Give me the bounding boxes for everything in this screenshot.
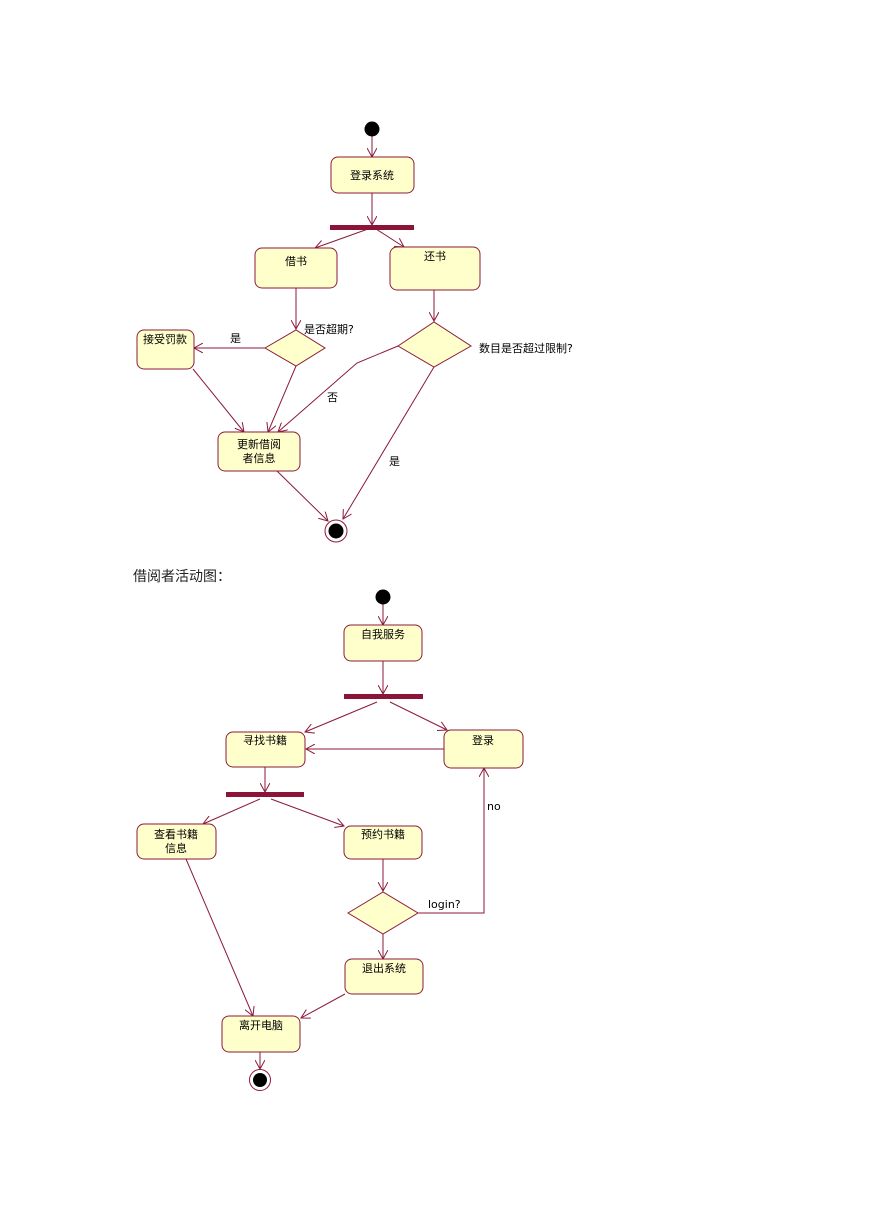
diagram-caption: 借阅者活动图： <box>133 569 231 585</box>
label-login-question: login? <box>428 898 461 911</box>
edge-fork-borrow <box>315 228 369 248</box>
label-reserve-books: 预约书籍 <box>361 827 405 841</box>
label-login: 登录 <box>472 733 494 747</box>
node-login-system <box>330 156 415 194</box>
edge2-decision-login <box>418 768 484 914</box>
node-borrow <box>254 247 338 289</box>
edge-countdecision-update <box>278 345 399 432</box>
edge-countdecision-end <box>343 366 435 519</box>
fork-bar <box>330 225 414 230</box>
label-return: 还书 <box>424 250 446 263</box>
node-update-info <box>217 431 301 472</box>
node-leave-computer <box>221 1015 301 1053</box>
label-no-edge: no <box>487 800 501 813</box>
label-accept-fine: 接受罚款 <box>143 332 187 346</box>
label-search-books: 寻找书籍 <box>243 733 287 747</box>
edge2-fork-view <box>203 798 261 824</box>
node-return <box>389 246 481 291</box>
edge2-fork-reserve <box>270 798 344 826</box>
node-self-service <box>343 624 423 662</box>
initial-node <box>364 121 380 137</box>
edge-decision-update <box>268 365 297 432</box>
label-leave-computer: 离开电脑 <box>239 1018 283 1032</box>
label-login-system: 登录系统 <box>350 168 394 182</box>
final-node-dot <box>328 523 344 539</box>
node-reserve-books <box>343 825 423 860</box>
label-self-service: 自我服务 <box>361 628 405 641</box>
label-borrow: 借书 <box>285 255 307 268</box>
edge-fork-return <box>375 228 404 247</box>
initial-node-2 <box>375 589 391 605</box>
label-no: 否 <box>327 391 338 404</box>
final-node-2-dot <box>253 1073 267 1087</box>
label-yes-left: 是 <box>230 332 241 345</box>
node-exit-system <box>344 958 424 995</box>
edge2-view-leave <box>185 858 253 1016</box>
edge2-fork-search <box>305 701 378 732</box>
edge2-exit-leave <box>301 993 346 1018</box>
decision-login <box>347 891 419 935</box>
label-count-question: 数目是否超过限制? <box>479 341 573 355</box>
label-exit-system: 退出系统 <box>362 961 406 975</box>
node-accept-fine <box>136 329 195 370</box>
fork-bar-2 <box>344 694 423 699</box>
label-overdue-question: 是否超期? <box>304 322 354 336</box>
fork-bar-3 <box>226 792 304 797</box>
edge2-fork-login <box>389 701 447 730</box>
node-login <box>443 729 524 769</box>
label-update-info-1: 更新借阅 <box>237 437 281 451</box>
label-view-info-1: 查看书籍 <box>154 827 198 841</box>
edge-fine-update <box>192 368 244 432</box>
label-view-info-2: 信息 <box>165 841 187 855</box>
node-view-info <box>136 823 217 860</box>
label-update-info-2: 者信息 <box>243 451 276 465</box>
node-search-books <box>225 731 306 768</box>
decision-count <box>397 321 472 368</box>
label-yes-bottom: 是 <box>389 455 400 468</box>
edge-update-end <box>276 470 328 521</box>
decision-overdue <box>264 329 326 367</box>
